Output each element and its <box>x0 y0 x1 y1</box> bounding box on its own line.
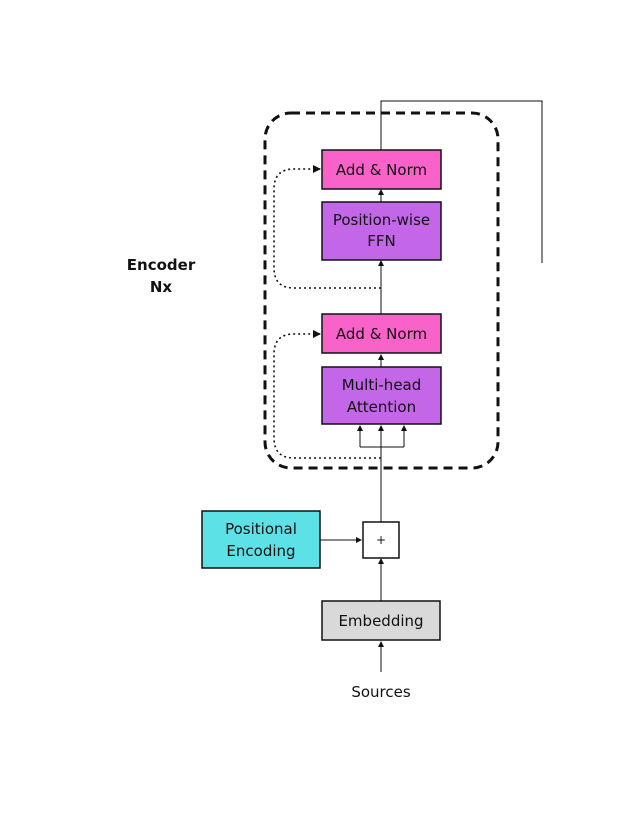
plus-node: + <box>362 521 400 559</box>
positional-label-line2: Encoding <box>226 542 295 560</box>
sources-label: Sources <box>351 683 411 701</box>
encoder-label: Encoder <box>127 256 196 274</box>
add-norm-bottom-block: Add & Norm <box>321 313 442 354</box>
attention-label-line1: Multi-head <box>342 376 422 394</box>
encoder-repeat-label: Nx <box>150 278 173 296</box>
ffn-block: Position-wise FFN <box>321 201 442 261</box>
ffn-label-line2: FFN <box>367 232 395 250</box>
attention-block: Multi-head Attention <box>321 366 442 425</box>
residual-connection-top <box>273 165 381 289</box>
ffn-label-line1: Position-wise <box>333 211 430 229</box>
add-norm-top-block: Add & Norm <box>321 149 442 190</box>
attention-label-line2: Attention <box>347 398 416 416</box>
residual-connection-bottom <box>273 330 381 459</box>
embedding-block: Embedding <box>321 600 441 641</box>
encoder-output-line <box>380 100 543 263</box>
plus-label: + <box>376 533 386 547</box>
positional-encoding-block: Positional Encoding <box>201 510 321 569</box>
add-norm-top-label: Add & Norm <box>336 161 427 179</box>
positional-label-line1: Positional <box>225 520 297 538</box>
embedding-label: Embedding <box>338 612 423 630</box>
add-norm-bottom-label: Add & Norm <box>336 325 427 343</box>
